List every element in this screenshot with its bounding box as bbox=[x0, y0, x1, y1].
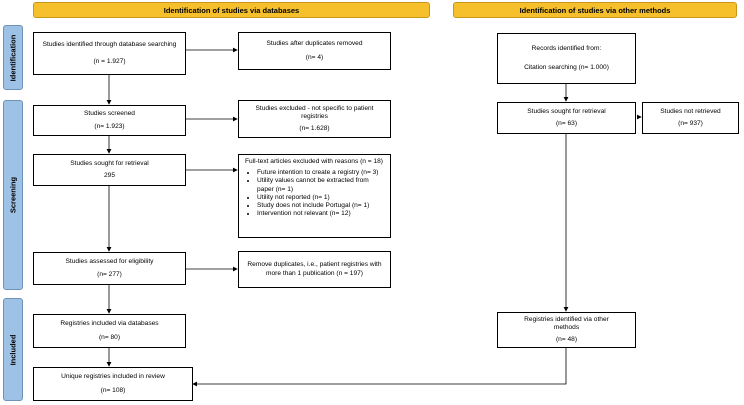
box-registries-included-db: Registries included via databases (n= 80… bbox=[33, 314, 186, 348]
fulltext-excluded-title: Full-text articles excluded with reasons… bbox=[245, 158, 383, 165]
studies-assessed-label: Studies assessed for eligibility bbox=[65, 257, 154, 265]
box-studies-assessed: Studies assessed for eligibility (n= 277… bbox=[33, 252, 186, 285]
box-unique-registries: Unique registries included in review (n=… bbox=[33, 367, 193, 401]
arrow-other-to-unique bbox=[192, 348, 567, 387]
box-studies-sought: Studies sought for retrieval 295 bbox=[33, 154, 186, 186]
after-duplicates-count: (n= 4) bbox=[305, 54, 324, 62]
exclusion-reason: Study does not include Portugal (n= 1) bbox=[257, 202, 384, 210]
unique-registries-label: Unique registries included in review bbox=[61, 373, 165, 381]
registries-included-db-count: (n= 80) bbox=[98, 333, 121, 341]
remove-duplicates-label: Remove duplicates, i.e., patient registr… bbox=[247, 261, 382, 277]
box-after-duplicates: Studies after duplicates removed (n= 4) bbox=[238, 32, 391, 70]
studies-sought-label: Studies sought for retrieval bbox=[70, 159, 149, 167]
other-sought-count: (n= 63) bbox=[555, 120, 578, 128]
studies-excluded-count: (n= 1.628) bbox=[299, 125, 330, 132]
studies-sought-count: 295 bbox=[103, 172, 115, 180]
registries-other-count: (n= 48) bbox=[555, 335, 578, 343]
studies-assessed-count: (n= 277) bbox=[97, 270, 122, 278]
not-retrieved-count: (n= 937) bbox=[678, 120, 703, 128]
exclusion-reason: Utility values cannot be extracted from … bbox=[257, 177, 384, 193]
phase-screening: Screening bbox=[3, 100, 23, 290]
box-registries-other: Registries identified via other methods … bbox=[497, 312, 636, 348]
registries-other-label: Registries identified via other methods bbox=[524, 316, 609, 332]
not-retrieved-label: Studies not retrieved bbox=[660, 107, 721, 115]
box-studies-excluded: Studies excluded - not specific to patie… bbox=[238, 100, 391, 138]
header-other-methods: Identification of studies via other meth… bbox=[453, 2, 737, 18]
box-studies-screened: Studies screened (n= 1.923) bbox=[33, 105, 186, 136]
box-other-sought: Studies sought for retrieval (n= 63) bbox=[497, 102, 636, 134]
phase-identification: Identification bbox=[3, 25, 23, 90]
phase-included: Included bbox=[3, 298, 23, 401]
other-sought-label: Studies sought for retrieval bbox=[527, 107, 606, 115]
box-not-retrieved: Studies not retrieved (n= 937) bbox=[642, 102, 739, 134]
exclusion-reason: Intervention not relevant (n= 12) bbox=[257, 210, 384, 218]
studies-screened-count: (n= 1.923) bbox=[94, 122, 125, 130]
studies-identified-label: Studies identified through database sear… bbox=[42, 41, 177, 49]
unique-registries-count: (n= 108) bbox=[100, 386, 126, 394]
registries-included-db-label: Registries included via databases bbox=[60, 320, 159, 328]
exclusion-reason: Utility not reported (n= 1) bbox=[257, 194, 384, 202]
exclusion-reason: Future intention to create a registry (n… bbox=[257, 169, 384, 177]
header-databases: Identification of studies via databases bbox=[33, 2, 430, 18]
studies-excluded-label: Studies excluded - not specific to patie… bbox=[255, 104, 374, 120]
records-identified-sub: Citation searching (n= 1.000) bbox=[524, 63, 609, 71]
after-duplicates-label: Studies after duplicates removed bbox=[266, 39, 363, 47]
box-records-identified: Records identified from: Citation search… bbox=[497, 33, 636, 84]
studies-identified-count: (n = 1.927) bbox=[93, 57, 126, 65]
header-databases-text: Identification of studies via databases bbox=[163, 5, 300, 15]
box-remove-duplicates: Remove duplicates, i.e., patient registr… bbox=[238, 251, 391, 288]
box-fulltext-excluded: Full-text articles excluded with reasons… bbox=[238, 154, 391, 238]
studies-screened-label: Studies screened bbox=[84, 110, 135, 118]
records-identified-label: Records identified from: bbox=[531, 44, 602, 52]
box-studies-identified: Studies identified through database sear… bbox=[33, 32, 186, 75]
exclusion-reasons-list: Future intention to create a registry (n… bbox=[245, 169, 384, 218]
header-other-text: Identification of studies via other meth… bbox=[519, 5, 671, 15]
